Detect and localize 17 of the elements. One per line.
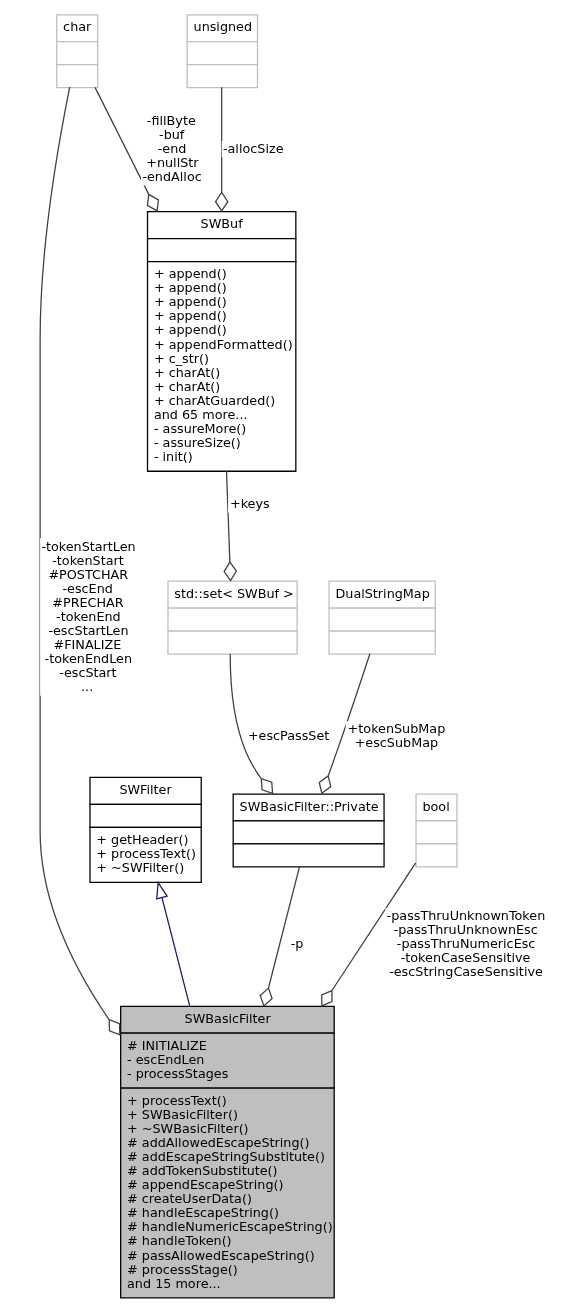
connector (93, 86, 159, 212)
edge-label: -passThruUnknownToken -passThruUnknownEsc -passThruNumericEsc -tokenCaseSensitive -escStringCaseSensitive (386, 908, 545, 980)
connector (318, 652, 371, 795)
connector (258, 865, 300, 1008)
edge-label: -p (290, 936, 303, 952)
edge-label: -fillByte -buf -end +nullStr -endAlloc (141, 112, 202, 184)
edge-label: +escPassSet (247, 728, 329, 744)
edge-label: +tokenSubMap +escSubMap (347, 720, 445, 750)
connector (214, 86, 229, 212)
connector (222, 470, 237, 582)
edge-label: +keys (229, 496, 270, 512)
connector (229, 653, 273, 795)
edge-label: -allocSize (222, 140, 284, 156)
connector (320, 862, 416, 1007)
edge-label: -tokenStartLen -tokenStart #POSTCHAR -escEnd #PRECHAR -tokenEnd -escStartLen #FINALIZE -tokenEndLen -escStart ... (40, 538, 136, 695)
connector (38, 86, 120, 1036)
arrow (155, 880, 190, 1007)
